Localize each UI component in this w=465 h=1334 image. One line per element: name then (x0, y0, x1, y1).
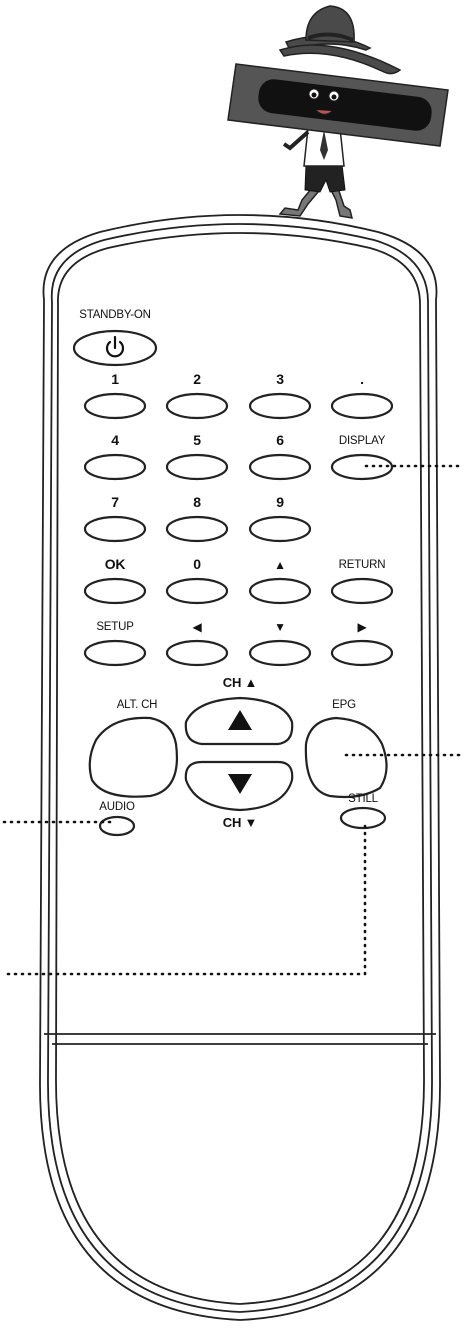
ch-up-label: CH ▲ (222, 675, 258, 690)
display-button[interactable] (332, 455, 392, 479)
right-label: ▶ (357, 620, 367, 634)
callout-still (2, 824, 367, 976)
display-label: DISPLAY (338, 435, 386, 447)
setup-label: SETUP (96, 621, 134, 633)
ch-down-button[interactable] (186, 762, 294, 810)
key-2-button[interactable] (167, 394, 227, 418)
down-label: ▼ (274, 620, 286, 634)
key-6-button[interactable] (250, 455, 310, 479)
up-button[interactable] (250, 579, 310, 603)
up-arrow-icon (228, 710, 252, 730)
down-arrow-icon (228, 774, 252, 794)
setup-button[interactable] (85, 641, 145, 665)
key-2-label: 2 (193, 371, 201, 387)
key-5-button[interactable] (167, 455, 227, 479)
still-label: STILL (348, 793, 378, 805)
key-8-label: 8 (193, 494, 201, 510)
key-5-label: 5 (193, 432, 201, 448)
epg-label: EPG (332, 699, 356, 711)
return-label: RETURN (338, 559, 386, 571)
audio-label: AUDIO (99, 801, 135, 813)
audio-button[interactable] (100, 817, 134, 835)
key-7-label: 7 (111, 494, 119, 510)
key-8-button[interactable] (167, 517, 227, 541)
epg-button[interactable] (304, 718, 390, 798)
mascot-illustration (227, 5, 449, 219)
up-label: ▲ (274, 558, 286, 572)
return-button[interactable] (332, 579, 392, 603)
left-label: ◀ (192, 620, 202, 634)
standby-on-button[interactable] (74, 331, 156, 365)
left-button[interactable] (167, 641, 227, 665)
key-3-label: 3 (276, 371, 284, 387)
key-9-button[interactable] (250, 517, 310, 541)
alt-ch-button[interactable] (90, 718, 178, 798)
key-4-button[interactable] (85, 455, 145, 479)
key-9-label: 9 (276, 494, 284, 510)
key-7-button[interactable] (85, 517, 145, 541)
key-1-button[interactable] (85, 394, 145, 418)
power-icon (105, 335, 125, 358)
still-button[interactable] (341, 808, 385, 828)
ok-label: OK (104, 556, 126, 572)
ok-button[interactable] (85, 579, 145, 603)
right-button[interactable] (332, 641, 392, 665)
key-1-label: 1 (111, 371, 119, 387)
key-dot-label: . (360, 371, 364, 387)
key-0-label: 0 (193, 556, 201, 572)
alt-ch-label: ALT. CH (116, 699, 158, 711)
key-0-button[interactable] (167, 579, 227, 603)
ch-up-button[interactable] (186, 698, 294, 744)
down-button[interactable] (250, 641, 310, 665)
standby-label: STANDBY-ON (79, 309, 151, 321)
key-dot-button[interactable] (332, 394, 392, 418)
ch-down-label: CH ▼ (222, 815, 258, 830)
key-6-label: 6 (276, 432, 284, 448)
key-3-button[interactable] (250, 394, 310, 418)
key-4-label: 4 (111, 432, 119, 448)
